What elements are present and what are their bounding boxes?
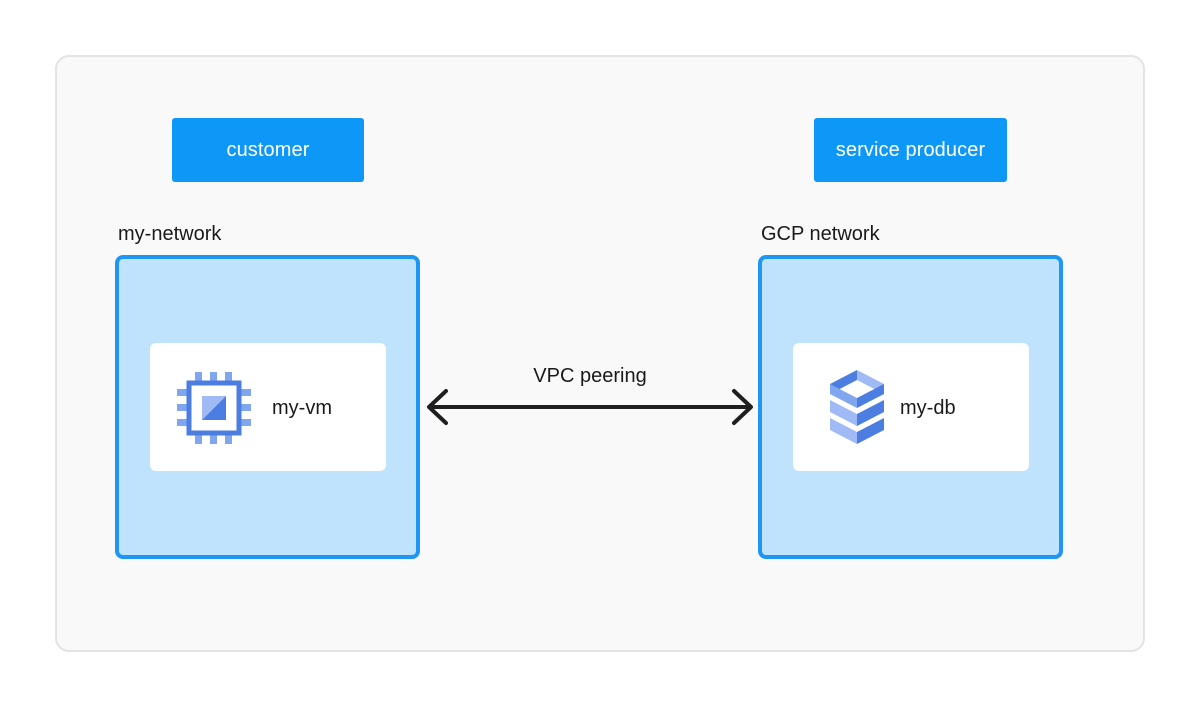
customer-badge: customer bbox=[172, 118, 364, 182]
vm-label: my-vm bbox=[272, 397, 332, 419]
customer-badge-label: customer bbox=[226, 138, 310, 161]
cloud-sql-icon bbox=[830, 370, 884, 444]
vpc-peering-label: VPC peering bbox=[533, 365, 647, 387]
customer-network-label: my-network bbox=[118, 223, 222, 245]
service-producer-badge-label: service producer bbox=[835, 138, 986, 161]
compute-engine-icon bbox=[177, 372, 251, 444]
vpc-peering-arrow[interactable] bbox=[420, 384, 760, 430]
producer-network-label: GCP network bbox=[761, 223, 880, 245]
service-producer-badge: service producer bbox=[814, 118, 1007, 182]
db-label: my-db bbox=[900, 397, 956, 419]
